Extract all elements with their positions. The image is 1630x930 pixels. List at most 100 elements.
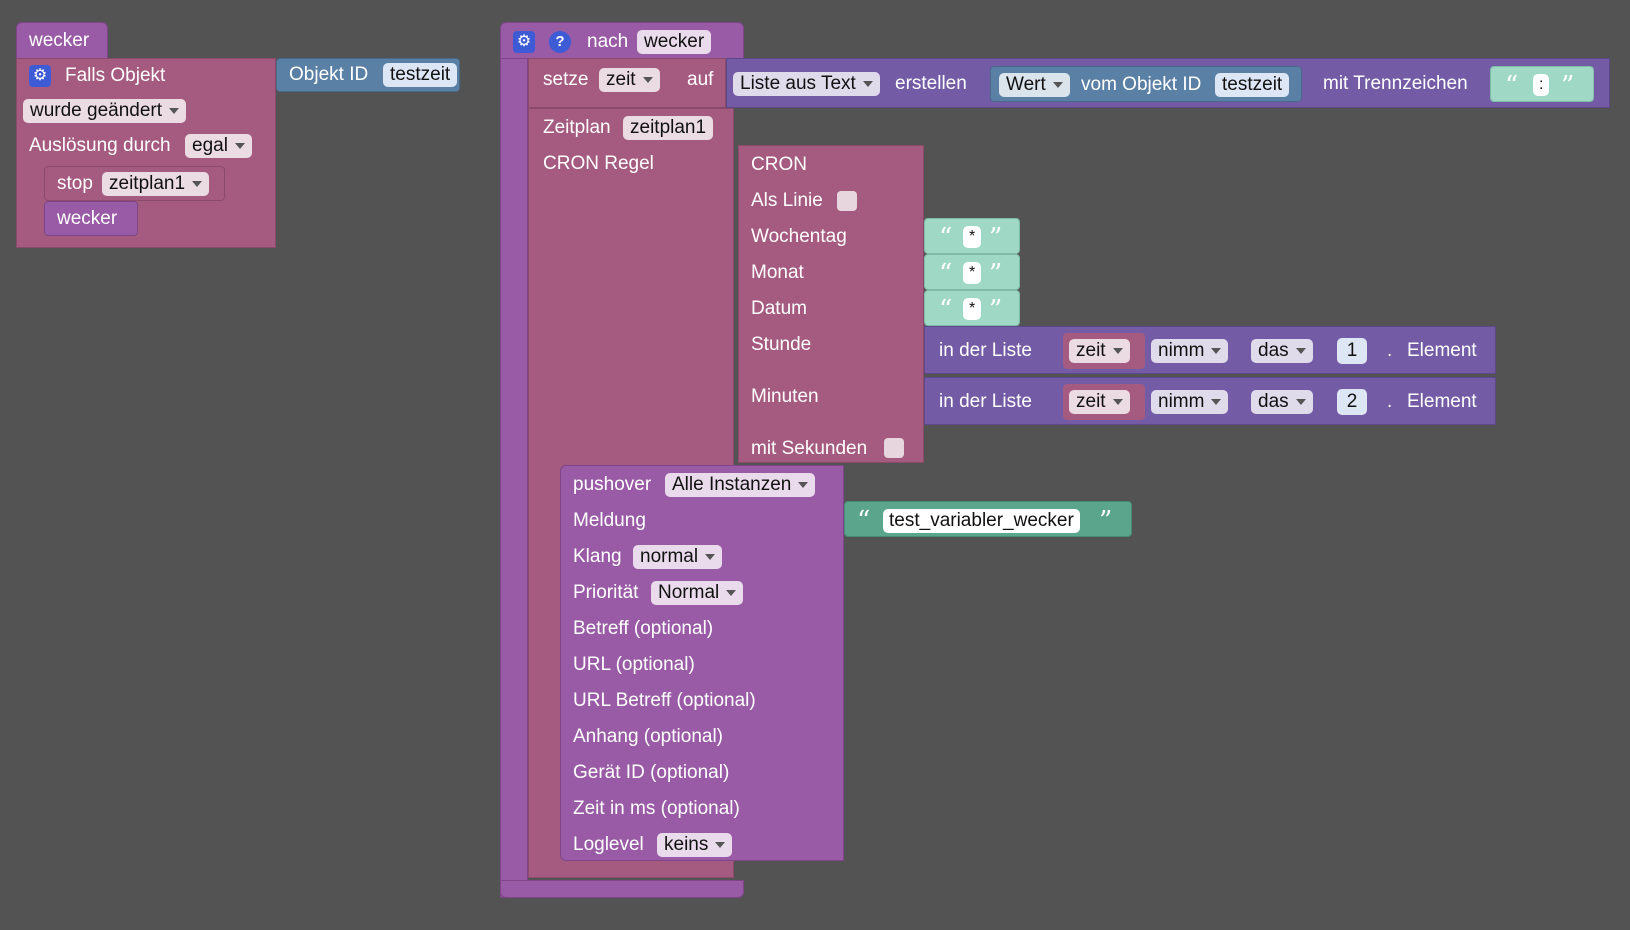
open-quote-icon: “	[939, 259, 953, 289]
in-der-liste-label: in der Liste	[939, 391, 1032, 412]
geraet-id-label: Gerät ID (optional)	[573, 762, 730, 783]
index-field[interactable]: 1	[1337, 338, 1367, 364]
mit-sekunden-checkbox[interactable]	[884, 438, 904, 458]
dot-label: .	[1387, 391, 1393, 412]
setze-label: setze	[543, 69, 589, 90]
procedure-header[interactable]: ⚙ ? nach wecker	[500, 22, 744, 60]
stop-label: stop	[57, 173, 93, 194]
element-label: Element	[1407, 391, 1477, 412]
minuten-label: Minuten	[751, 386, 819, 407]
separator-text-block[interactable]: “ : ”	[1490, 66, 1594, 102]
monat-field[interactable]: *	[963, 262, 982, 284]
auf-label: auf	[687, 69, 714, 90]
call-wecker-label: wecker	[57, 208, 118, 229]
mit-sekunden-label: mit Sekunden	[751, 438, 868, 459]
als-linie-checkbox[interactable]	[837, 191, 857, 211]
url-betreff-label: URL Betreff (optional)	[573, 690, 756, 711]
element-label: Element	[1407, 340, 1477, 361]
falls-objekt-label: Falls Objekt	[65, 65, 166, 86]
betreff-label: Betreff (optional)	[573, 618, 714, 639]
help-icon[interactable]: ?	[549, 31, 571, 53]
wochentag-field[interactable]: *	[963, 226, 982, 248]
value-dropdown[interactable]: Wert	[999, 73, 1070, 97]
open-quote-icon: “	[939, 295, 953, 325]
close-quote-icon: ”	[989, 259, 1003, 289]
meldung-label: Meldung	[573, 510, 646, 531]
close-quote-icon: ”	[989, 295, 1003, 325]
procedure-footer	[500, 880, 744, 898]
gear-icon[interactable]: ⚙	[29, 65, 51, 87]
objekt-id-value[interactable]: testzeit	[383, 63, 458, 87]
ausloesung-label: Auslösung durch	[29, 135, 171, 156]
nach-label: nach	[587, 31, 629, 52]
mode-dropdown[interactable]: nimm	[1151, 390, 1229, 414]
zeitplan-label: Zeitplan	[543, 117, 611, 138]
where-dropdown[interactable]: das	[1251, 390, 1313, 414]
datum-field[interactable]: *	[963, 298, 982, 320]
url-label: URL (optional)	[573, 654, 695, 675]
meldung-text-block[interactable]: “ test_variabler_wecker ”	[844, 501, 1132, 537]
meldung-field[interactable]: test_variabler_wecker	[883, 509, 1080, 533]
pushover-label: pushover	[573, 474, 652, 495]
close-quote-icon: ”	[1099, 506, 1113, 536]
cron-title: CRON	[751, 154, 807, 175]
where-dropdown[interactable]: das	[1251, 339, 1313, 363]
mit-trennzeichen-label: mit Trennzeichen	[1323, 73, 1468, 94]
zeit-ms-label: Zeit in ms (optional)	[573, 798, 740, 819]
als-linie-label: Als Linie	[751, 190, 823, 211]
datum-text-block[interactable]: “ * ”	[924, 290, 1020, 326]
procedure-name-field[interactable]: wecker	[637, 30, 712, 54]
prioritaet-label: Priorität	[573, 582, 639, 603]
cron-block[interactable]: CRON Als Linie Wochentag Monat Datum Stu…	[738, 145, 924, 463]
set-variable-block[interactable]: setze zeit auf	[528, 58, 726, 108]
variable-dropdown[interactable]: zeit	[1069, 390, 1130, 414]
variable-block[interactable]: zeit	[1063, 333, 1145, 369]
close-quote-icon: ”	[1561, 71, 1575, 101]
anhang-label: Anhang (optional)	[573, 726, 723, 747]
call-wecker-block[interactable]: wecker	[44, 201, 138, 236]
monat-text-block[interactable]: “ * ”	[924, 254, 1020, 290]
datum-label: Datum	[751, 298, 807, 319]
ausloesung-dropdown[interactable]: egal	[185, 134, 252, 158]
monat-label: Monat	[751, 262, 804, 283]
objekt-id-label: Objekt ID	[289, 64, 369, 85]
list-get-minuten-block[interactable]: in der Liste zeit nimm das 2 . Element	[924, 377, 1496, 425]
loglevel-dropdown[interactable]: keins	[657, 833, 733, 857]
trigger-title: wecker	[29, 30, 90, 51]
objekt-id-value[interactable]: testzeit	[1215, 73, 1290, 97]
wochentag-label: Wochentag	[751, 226, 847, 247]
open-quote-icon: “	[857, 506, 871, 536]
pushover-block[interactable]: pushover Alle Instanzen Meldung Klang no…	[560, 465, 844, 861]
stop-schedule-block[interactable]: stop zeitplan1	[44, 166, 225, 201]
cron-regel-label: CRON Regel	[543, 153, 654, 174]
dot-label: .	[1387, 340, 1393, 361]
klang-label: Klang	[573, 546, 622, 567]
get-object-value-block[interactable]: Wert vom Objekt ID testzeit	[990, 66, 1302, 102]
objekt-id-block[interactable]: Objekt ID testzeit	[276, 58, 460, 92]
list-get-stunde-block[interactable]: in der Liste zeit nimm das 1 . Element	[924, 326, 1496, 374]
open-quote-icon: “	[939, 223, 953, 253]
procedure-body	[500, 58, 528, 898]
gear-icon[interactable]: ⚙	[513, 31, 535, 53]
index-field[interactable]: 2	[1337, 389, 1367, 415]
vom-objekt-id-label: vom Objekt ID	[1081, 74, 1202, 95]
prioritaet-dropdown[interactable]: Normal	[651, 581, 744, 605]
instance-dropdown[interactable]: Alle Instanzen	[665, 473, 816, 497]
stop-dropdown[interactable]: zeitplan1	[102, 172, 210, 196]
zeitplan-name-field[interactable]: zeitplan1	[623, 116, 714, 140]
variable-dropdown[interactable]: zeit	[599, 68, 660, 92]
variable-dropdown[interactable]: zeit	[1069, 339, 1130, 363]
list-mode-dropdown[interactable]: Liste aus Text	[733, 72, 880, 96]
stunde-label: Stunde	[751, 334, 812, 355]
variable-block[interactable]: zeit	[1063, 384, 1145, 420]
trigger-title-block[interactable]: wecker	[16, 22, 108, 60]
loglevel-label: Loglevel	[573, 834, 644, 855]
erstellen-label: erstellen	[895, 73, 967, 94]
klang-dropdown[interactable]: normal	[633, 545, 723, 569]
open-quote-icon: “	[1505, 71, 1519, 101]
wochentag-text-block[interactable]: “ * ”	[924, 218, 1020, 254]
changed-dropdown[interactable]: wurde geändert	[23, 99, 187, 123]
in-der-liste-label: in der Liste	[939, 340, 1032, 361]
mode-dropdown[interactable]: nimm	[1151, 339, 1229, 363]
separator-field[interactable]: :	[1533, 74, 1550, 96]
